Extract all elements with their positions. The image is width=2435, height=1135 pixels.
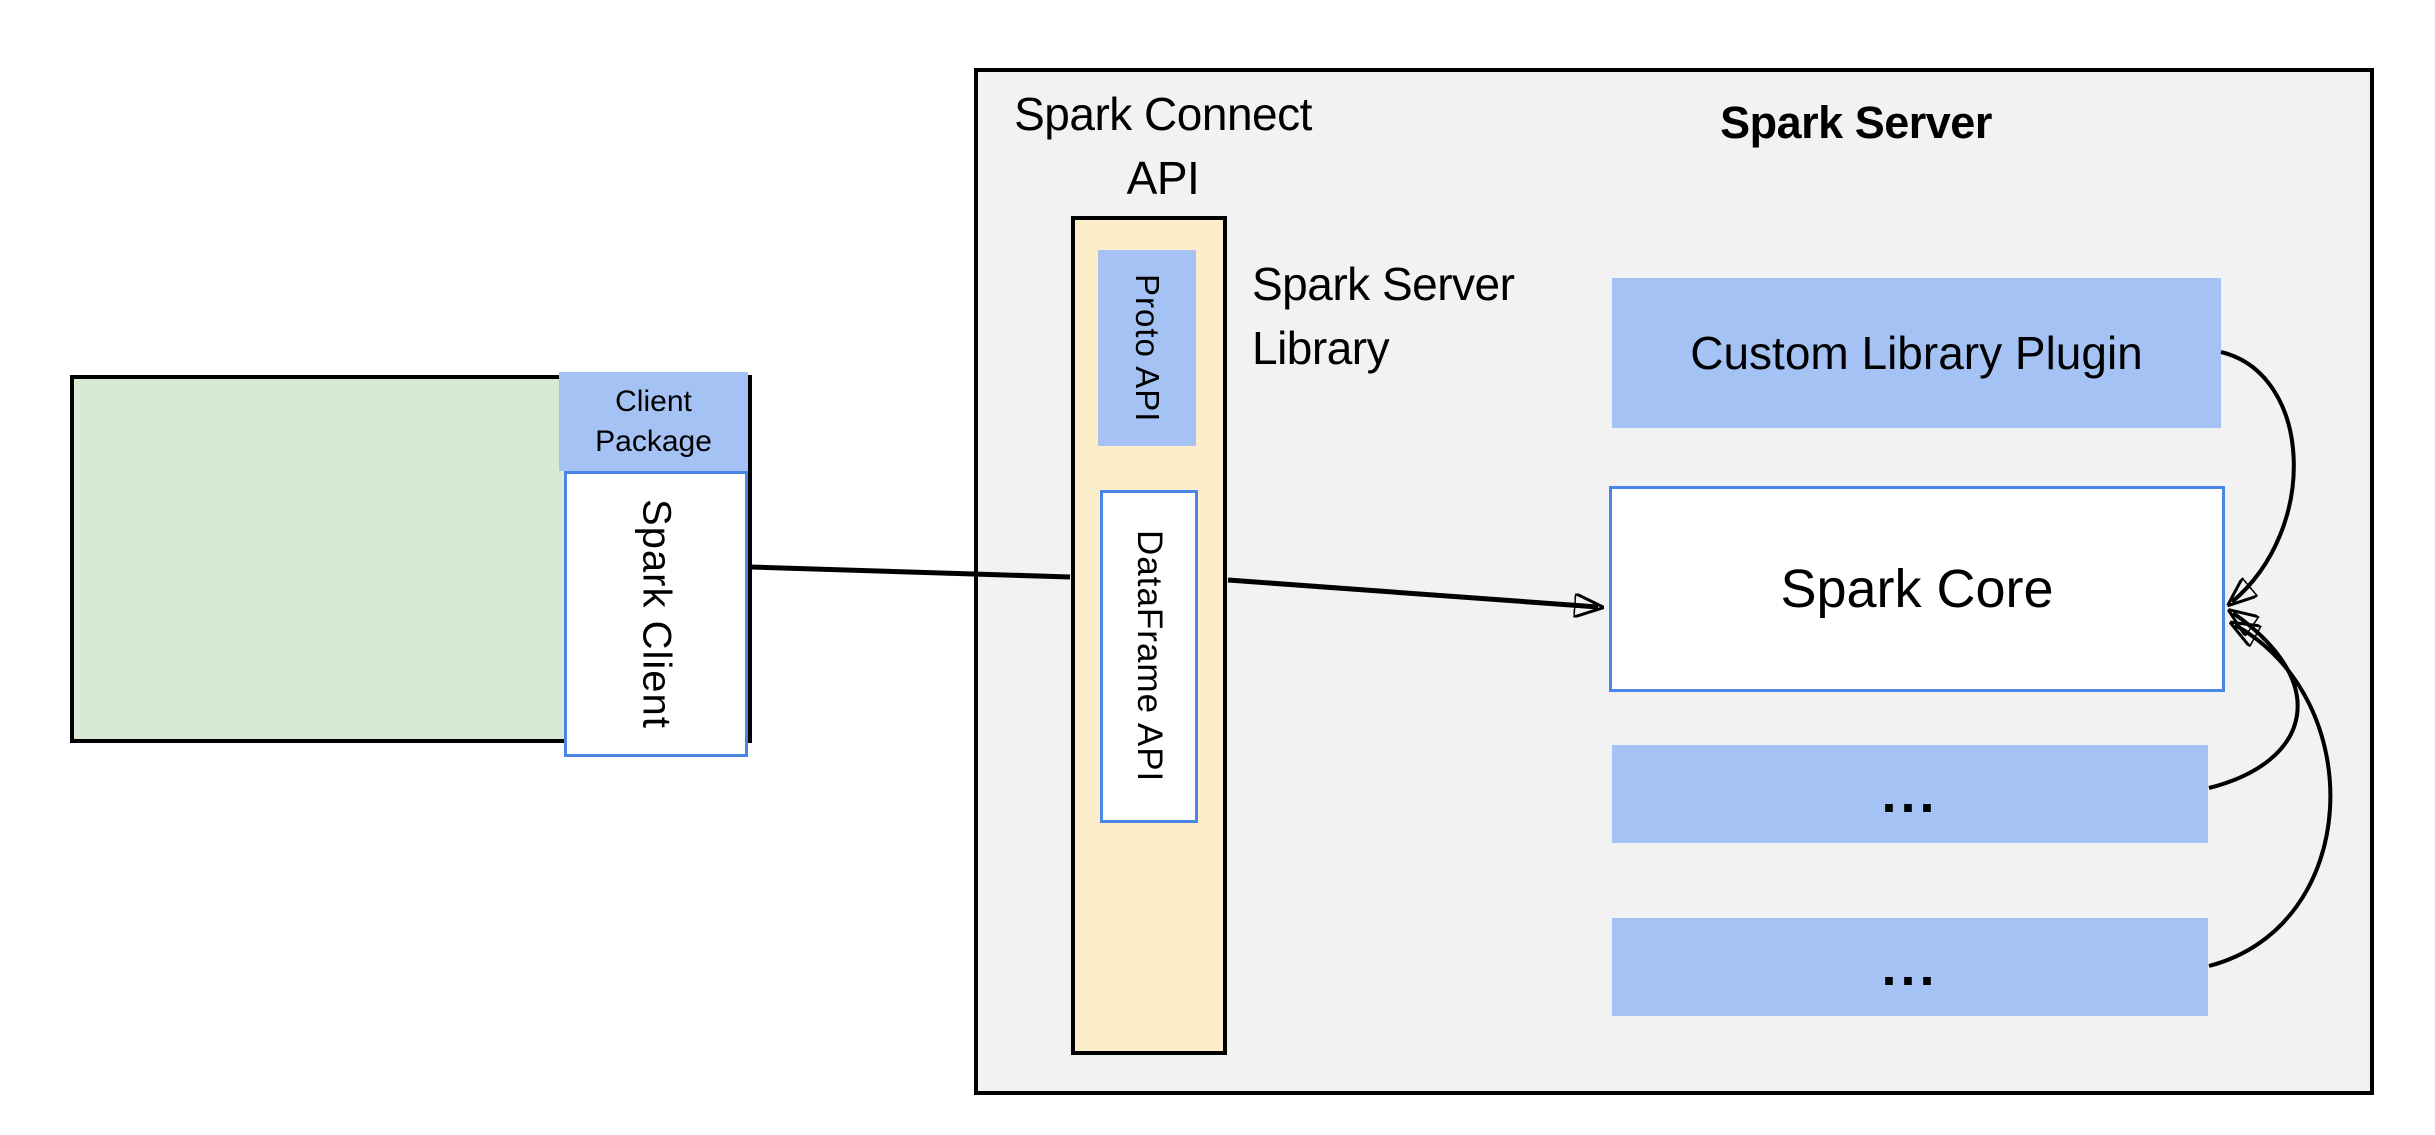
spark-core-label: Spark Core [1780, 559, 2054, 619]
custom-library-plugin-box: Custom Library Plugin [1612, 278, 2221, 428]
plugin-slot-1-box: ... [1612, 745, 2208, 843]
spark-connect-api-title-line2: API [1126, 152, 1200, 204]
spark-server-library-label-line2: Library [1252, 322, 1390, 374]
plugin-slot-1-label: ... [1881, 764, 1939, 824]
proto-api-label: Proto API [1129, 273, 1166, 423]
spark-server-library-label-line1: Spark Server [1252, 258, 1515, 310]
dataframe-api-box: DataFrame API [1100, 490, 1198, 823]
spark-client-label: Spark Client [634, 499, 679, 729]
plugin-slot-2-label: ... [1881, 937, 1939, 997]
proto-api-box: Proto API [1098, 250, 1196, 446]
client-package-box: Client Package [559, 372, 748, 471]
spark-connect-api-title: Spark Connect API [983, 82, 1343, 210]
spark-server-title: Spark Server [1720, 97, 1992, 148]
spark-client-box: Spark Client [564, 471, 748, 757]
spark-core-box: Spark Core [1609, 486, 2225, 692]
plugin-slot-2-box: ... [1612, 918, 2208, 1016]
client-package-label-line2: Package [595, 424, 712, 458]
dataframe-api-label: DataFrame API [1130, 530, 1169, 783]
custom-library-plugin-label: Custom Library Plugin [1690, 327, 2143, 379]
spark-connect-api-title-line1: Spark Connect [1014, 88, 1312, 140]
client-package-label-line1: Client [615, 384, 692, 418]
spark-server-library-label: Spark Server Library [1252, 252, 1682, 380]
